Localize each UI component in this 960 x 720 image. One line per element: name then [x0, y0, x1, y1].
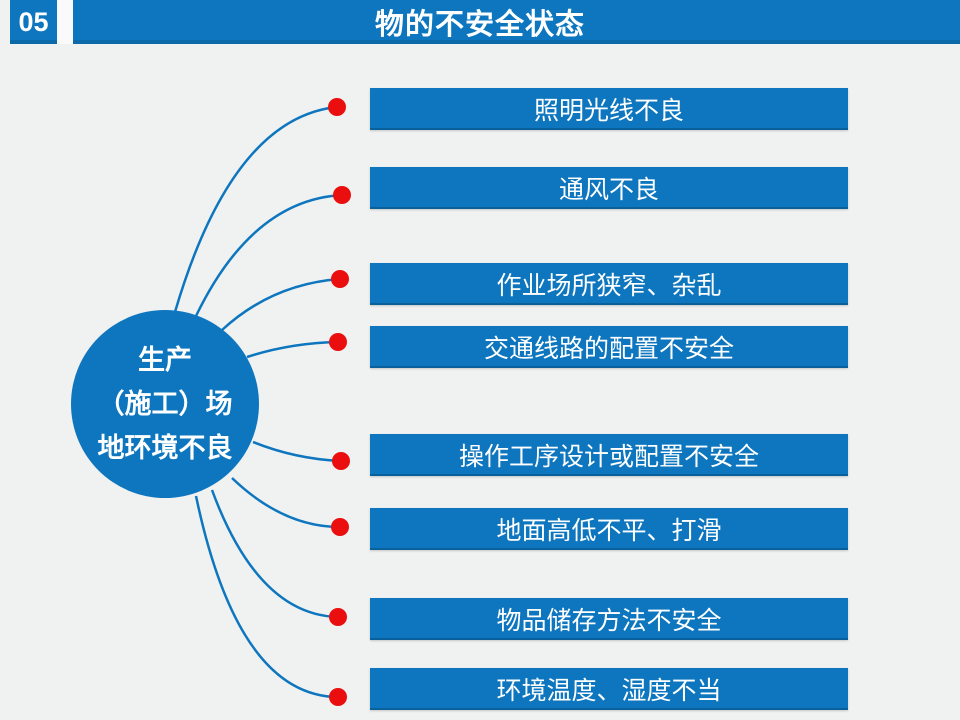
hub-line: （施工）场: [97, 389, 233, 419]
slide-number-box: 05: [10, 0, 57, 44]
item-bar: 通风不良: [370, 167, 848, 209]
connector-curve: [210, 489, 339, 619]
item-bar: 物品储存方法不安全: [370, 598, 848, 640]
connector-dot: [333, 186, 351, 204]
item-bar: 作业场所狭窄、杂乱: [370, 263, 848, 305]
connector-curve: [173, 105, 338, 313]
connector-curve: [252, 440, 342, 463]
header-title-bar: [73, 0, 960, 44]
connector-dot: [329, 608, 347, 626]
hub-line: 地环境不良: [97, 433, 233, 463]
connector-dot: [328, 98, 346, 116]
item-bar: 操作工序设计或配置不安全: [370, 434, 848, 476]
hub-line: 生产: [138, 345, 192, 375]
connector-dot: [331, 270, 349, 288]
connector-curve: [246, 340, 339, 359]
header-gap: [57, 0, 73, 44]
item-bar: 环境温度、湿度不当: [370, 668, 848, 710]
item-bar: 照明光线不良: [370, 88, 848, 130]
connector-dot: [331, 518, 349, 536]
connector-dot: [332, 452, 350, 470]
connector-dot: [329, 688, 347, 706]
connector-curve: [194, 495, 339, 699]
connector-curve: [221, 277, 341, 331]
slide-number: 05: [18, 6, 49, 37]
item-bar: 地面高低不平、打滑: [370, 508, 848, 550]
connector-dot: [329, 333, 347, 351]
item-bar: 交通线路的配置不安全: [370, 326, 848, 368]
hub-circle: 生产 （施工）场 地环境不良: [71, 310, 259, 498]
connector-curve: [231, 477, 341, 529]
connector-curve: [194, 193, 343, 317]
